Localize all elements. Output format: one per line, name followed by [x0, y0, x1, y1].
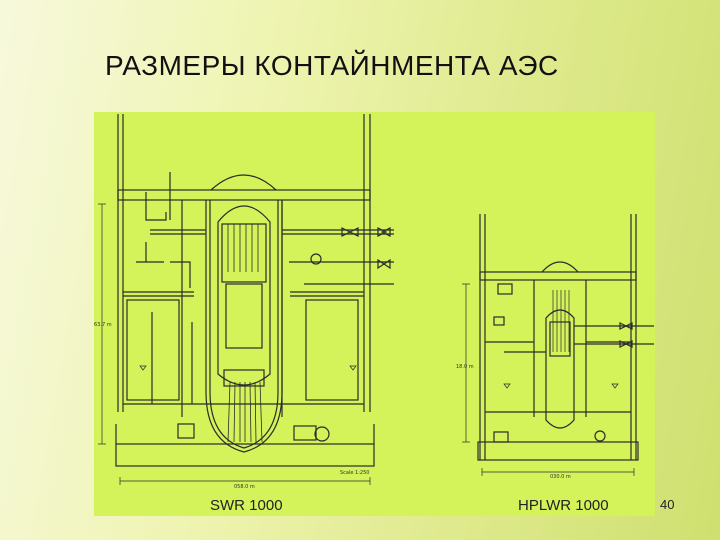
swr-width-dimension: 058.0 m: [234, 484, 255, 490]
hplwr-1000-caption: HPLWR 1000: [518, 497, 609, 514]
swr-1000-caption: SWR 1000: [210, 497, 283, 514]
page-number: 40: [660, 497, 675, 512]
containment-drawing: 63.7 m 058.0 m Scale 1:250 18.0 m 030.0 …: [94, 114, 654, 490]
hplwr-height-dimension: 18.0 m: [456, 364, 474, 370]
hplwr-1000-plant: [462, 214, 654, 476]
swr-scale-note: Scale 1:250: [340, 470, 369, 476]
slide-title: РАЗМЕРЫ КОНТАЙНМЕНТА АЭС: [105, 50, 559, 81]
swr-height-dimension: 63.7 m: [94, 322, 112, 328]
swr-1000-plant: [98, 114, 394, 485]
diagram-panel: 63.7 m 058.0 m Scale 1:250 18.0 m 030.0 …: [94, 112, 655, 516]
hplwr-width-dimension: 030.0 m: [550, 474, 571, 480]
